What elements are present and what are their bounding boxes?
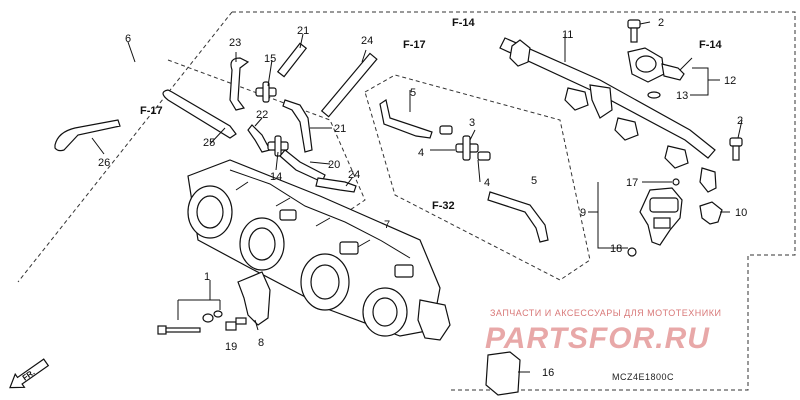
fuel-rail-11	[499, 37, 717, 193]
throttle-body-7	[187, 159, 451, 341]
hose-21-top	[276, 42, 308, 78]
hose-20	[279, 149, 326, 183]
callout-23: 23	[229, 37, 241, 49]
callout-4-left: 4	[418, 147, 424, 159]
tee-joint-15	[255, 81, 277, 103]
callout-2-top: 2	[658, 17, 664, 29]
ref-f17-top[interactable]: F-17	[403, 39, 426, 51]
callout-13: 13	[676, 90, 688, 102]
ref-f32[interactable]: F-32	[432, 200, 455, 212]
bolt-2-top	[627, 19, 641, 43]
callout-5-upper: 5	[410, 87, 416, 99]
callout-6: 6	[125, 33, 131, 45]
callout-25: 25	[203, 137, 215, 149]
callout-20: 20	[328, 159, 340, 171]
callout-12: 12	[724, 75, 736, 87]
watermark-brand: PARTSFOR.RU	[485, 322, 710, 355]
hose-25	[162, 89, 237, 139]
injector-9	[627, 178, 683, 257]
callout-21-right: 21	[334, 123, 346, 135]
callout-24-top: 24	[361, 35, 373, 47]
assembly-frame-left	[17, 11, 233, 283]
callout-15: 15	[264, 53, 276, 65]
hose-26	[54, 119, 121, 152]
bolt-2-right	[729, 137, 743, 161]
front-direction-arrow: FR.	[9, 358, 50, 389]
hose-24-lower	[315, 177, 357, 193]
hose-22	[247, 124, 271, 153]
leader-lines	[91, 21, 743, 373]
hose-5-lower	[487, 191, 549, 243]
callout-11: 11	[562, 29, 573, 41]
hose-23	[229, 57, 250, 111]
callout-10: 10	[735, 207, 747, 219]
screw-19	[225, 317, 247, 331]
callout-4-right: 4	[484, 177, 490, 189]
ref-f14-right[interactable]: F-14	[699, 39, 723, 51]
callout-26: 26	[98, 157, 110, 169]
screw-set-1	[157, 310, 223, 335]
callout-8: 8	[258, 337, 264, 349]
callout-2-right: 2	[737, 115, 743, 127]
callout-22: 22	[256, 109, 268, 121]
sensor-16	[485, 351, 521, 396]
diagram-code: MCZ4E1800C	[612, 372, 674, 382]
callout-1: 1	[204, 271, 210, 283]
subassembly-frame-7	[364, 74, 591, 281]
tee-joint-3	[439, 125, 491, 161]
callout-7: 7	[384, 219, 390, 231]
callout-21-top: 21	[297, 25, 309, 37]
pressure-regulator-12	[627, 47, 693, 83]
injector-clip-10	[699, 201, 723, 225]
callout-19: 19	[225, 341, 237, 353]
watermark-tagline: ЗАПЧАСТИ И АКСЕССУАРЫ ДЛЯ МОТОТЕХНИКИ	[490, 308, 721, 318]
callout-18: 18	[610, 243, 622, 255]
callout-5-lower: 5	[531, 175, 537, 187]
hose-5-upper	[379, 99, 433, 139]
assembly-frame	[232, 11, 796, 391]
callout-16: 16	[542, 367, 554, 379]
ref-f14-top[interactable]: F-14	[452, 17, 476, 29]
callout-14: 14	[270, 171, 282, 183]
o-ring-13	[647, 91, 661, 99]
callout-9: 9	[580, 207, 586, 219]
bracket-8	[237, 271, 271, 326]
ref-f17-left[interactable]: F-17	[140, 105, 163, 117]
callout-3: 3	[469, 117, 475, 129]
hose-24-top	[320, 52, 378, 118]
callout-24-lower: 24	[348, 169, 360, 181]
hose-21-right	[282, 99, 313, 153]
callout-17: 17	[626, 177, 638, 189]
